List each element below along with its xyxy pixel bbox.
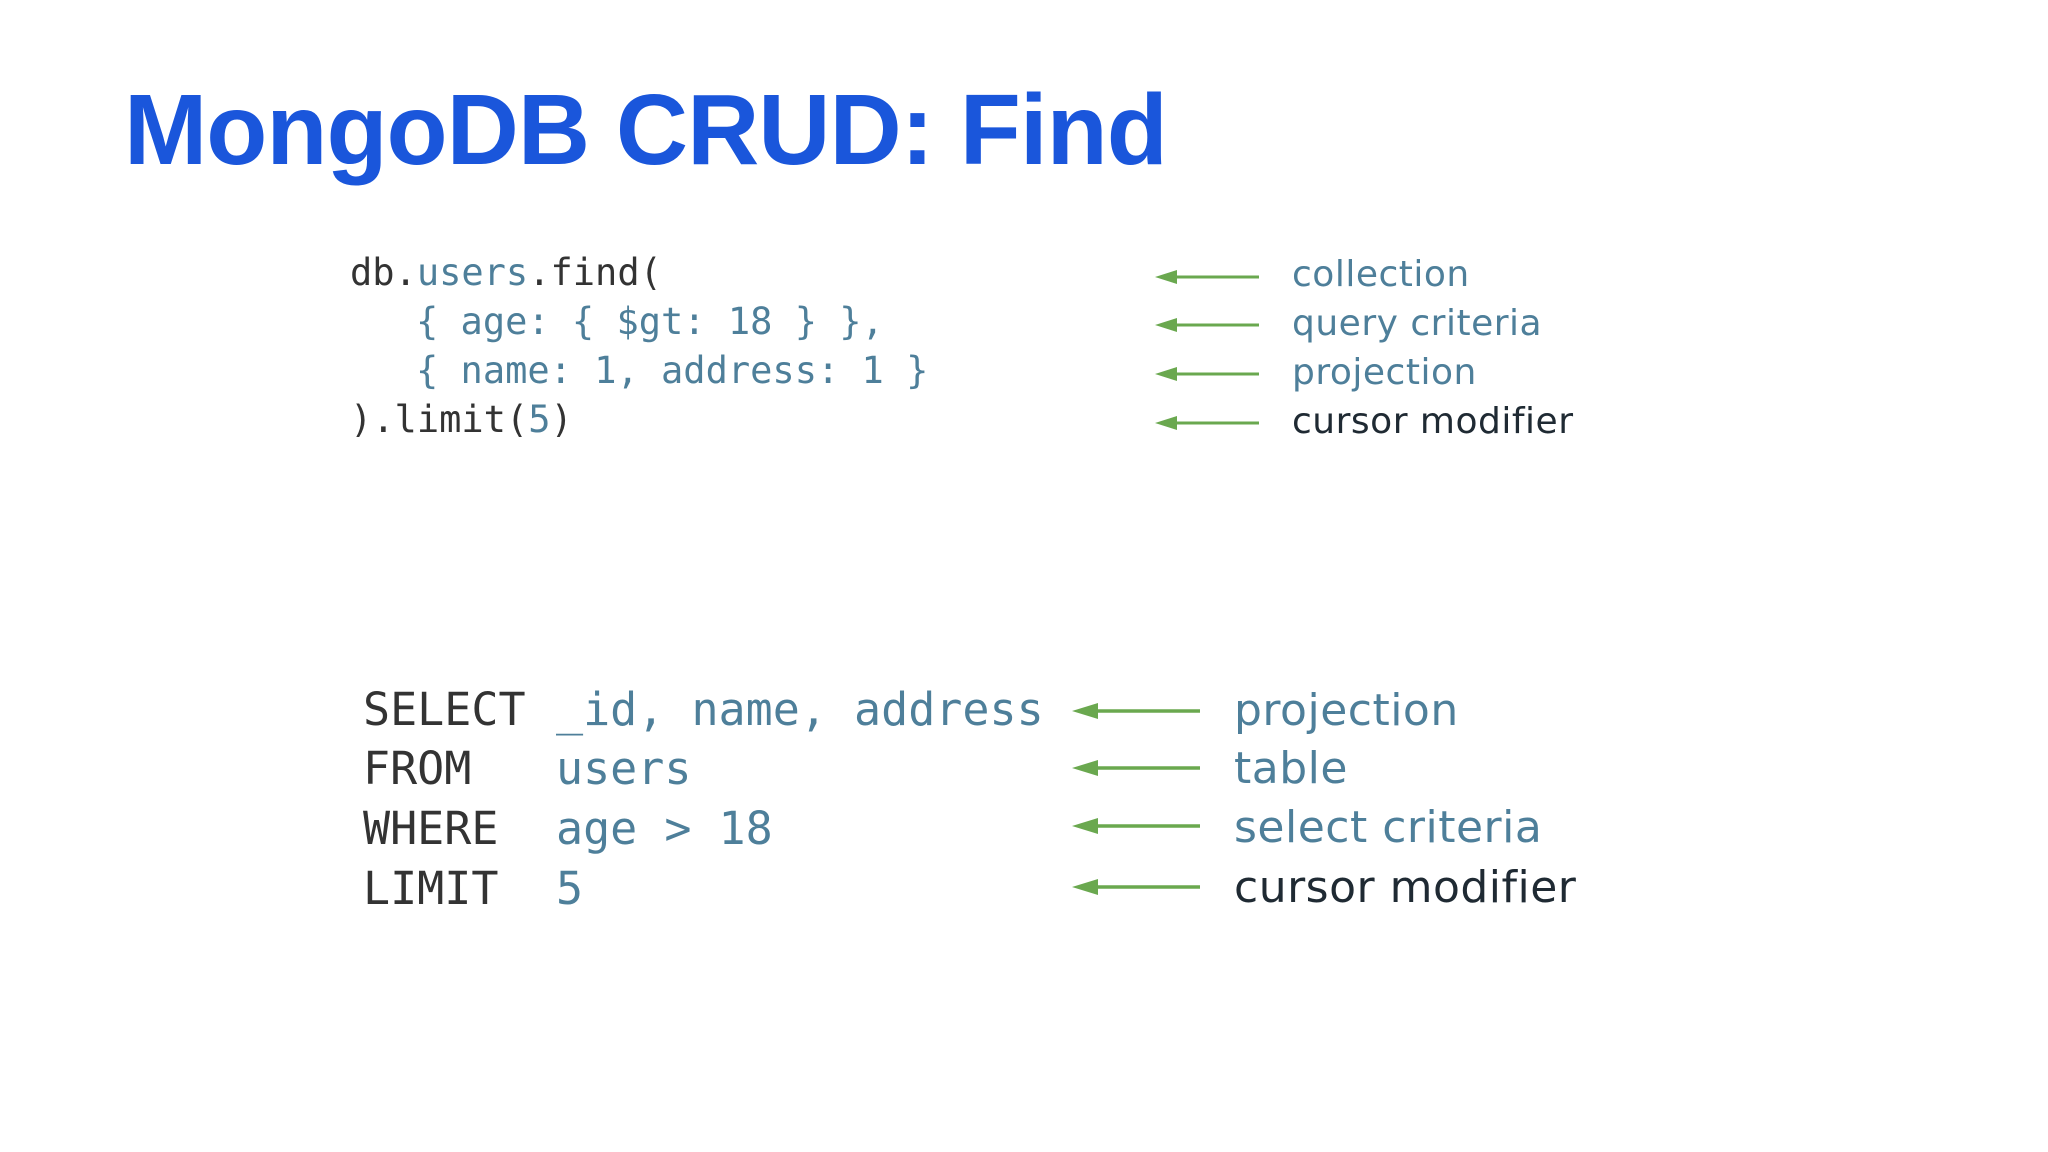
- sql-label-cursor-modifier: cursor modifier: [1234, 862, 1577, 913]
- mongo-label-query-criteria: query criteria: [1292, 303, 1543, 344]
- sql-value-from: users: [556, 742, 692, 795]
- mongo-code-line-1: db.users.find(: [350, 248, 662, 298]
- mongo-code-find: .find(: [528, 251, 662, 294]
- arrow-left-icon: [1155, 416, 1259, 430]
- sql-label-projection: projection: [1234, 685, 1459, 736]
- sql-keyword-select: SELECT: [363, 683, 526, 736]
- sql-label-select-criteria: select criteria: [1234, 802, 1543, 853]
- arrow-left-icon: [1155, 270, 1259, 284]
- sql-keyword-where: WHERE: [363, 802, 499, 855]
- mongo-code-line-4: ).limit(5): [350, 395, 573, 445]
- mongo-label-projection: projection: [1292, 352, 1477, 393]
- sql-value-where: age > 18: [556, 802, 773, 855]
- mongo-label-cursor-modifier: cursor modifier: [1292, 401, 1574, 442]
- arrow-left-icon: [1072, 760, 1200, 776]
- sql-keyword-from: FROM: [363, 742, 472, 795]
- sql-value-limit: 5: [556, 862, 584, 915]
- mongo-label-collection: collection: [1292, 254, 1470, 295]
- mongo-code-line-3: { name: 1, address: 1 }: [416, 349, 929, 392]
- arrow-left-icon: [1155, 318, 1259, 332]
- mongo-code-close: ): [550, 398, 573, 441]
- slide-title: MongoDB CRUD: Find: [124, 74, 1168, 186]
- mongo-code-collection: users: [416, 251, 529, 294]
- mongo-code-db: db.: [350, 251, 417, 294]
- mongo-code-line-2: { age: { $gt: 18 } },: [416, 300, 884, 343]
- sql-value-select: _id, name, address: [556, 683, 1044, 736]
- arrow-left-icon: [1072, 879, 1200, 895]
- mongo-code-limit: ).limit(: [350, 398, 529, 441]
- sql-label-table: table: [1234, 743, 1348, 794]
- mongo-code-limit-value: 5: [528, 398, 551, 441]
- arrow-left-icon: [1155, 367, 1259, 381]
- arrow-left-icon: [1072, 703, 1200, 719]
- sql-keyword-limit: LIMIT: [363, 862, 499, 915]
- arrow-left-icon: [1072, 818, 1200, 834]
